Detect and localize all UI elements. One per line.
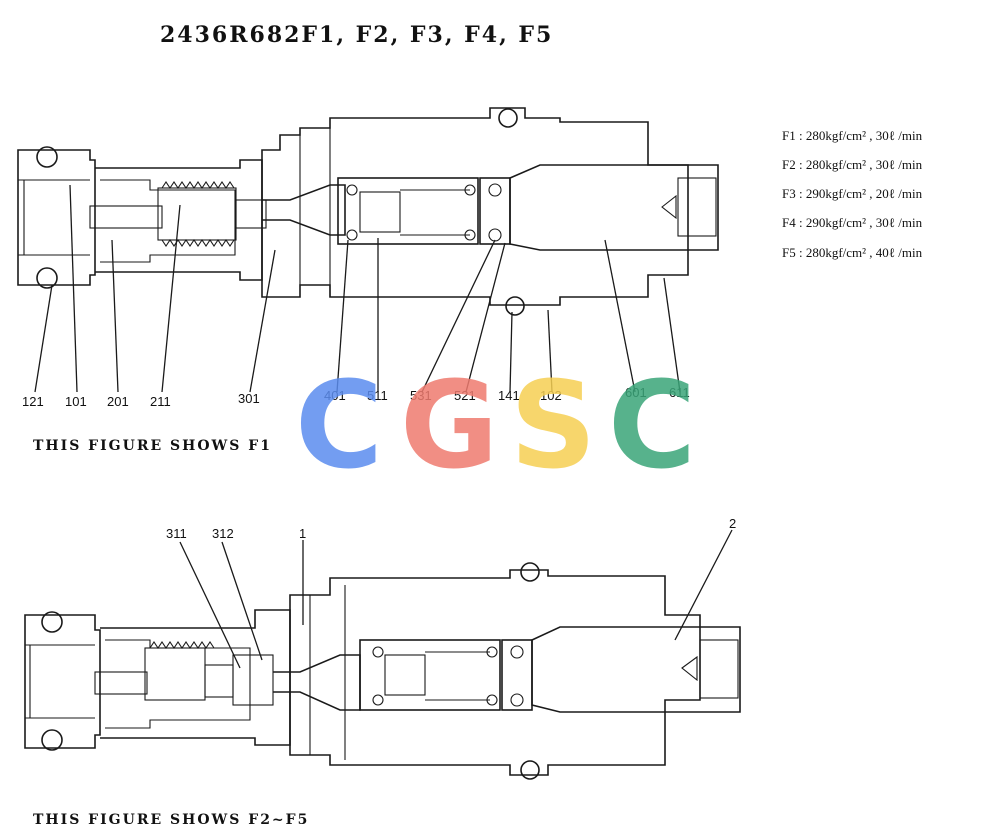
watermark-letter-c2: C xyxy=(608,357,696,496)
watermark-letter-g: G xyxy=(400,357,499,496)
callout-201: 201 xyxy=(107,394,129,409)
callout-511: 511 xyxy=(367,388,388,403)
callout-1: 1 xyxy=(299,526,306,541)
watermark-letter-s: S xyxy=(510,357,596,496)
callout-531: 531 xyxy=(410,388,432,403)
leader-lines-bottom xyxy=(179,529,733,669)
callout-102: 102 xyxy=(540,388,562,403)
callout-401: 401 xyxy=(324,388,346,403)
spec-f3: F3 : 290kgf/cm² , 20ℓ /min xyxy=(782,186,923,201)
caption-f2-f5: THIS FIGURE SHOWS F2~F5 xyxy=(33,812,310,828)
spec-f2: F2 : 280kgf/cm² , 30ℓ /min xyxy=(782,157,923,172)
callout-601: 601 xyxy=(625,385,647,400)
caption-f1: THIS FIGURE SHOWS F1 xyxy=(33,438,272,454)
leader-lines-top xyxy=(34,184,681,393)
callout-101: 101 xyxy=(65,394,87,409)
callout-141: 141 xyxy=(498,388,520,403)
callout-labels-top: 121 101 201 211 301 401 511 531 521 141 … xyxy=(22,385,690,409)
callout-311: 311 xyxy=(166,526,187,541)
callout-121: 121 xyxy=(22,394,44,409)
spec-f4: F4 : 290kgf/cm² , 30ℓ /min xyxy=(782,215,923,230)
callout-301: 301 xyxy=(238,391,260,406)
page-title: 2436R682F1, F2, F3, F4, F5 xyxy=(160,22,554,48)
valve-assembly-f2-f5 xyxy=(24,562,741,780)
callout-211: 211 xyxy=(150,394,171,409)
callout-labels-bottom: 311 312 1 2 xyxy=(166,516,736,541)
callout-611: 611 xyxy=(669,385,690,400)
spec-f1: F1 : 280kgf/cm² , 30ℓ /min xyxy=(782,128,923,143)
valve-assembly-f1 xyxy=(17,107,719,316)
watermark-logo: C G S C xyxy=(295,357,696,496)
watermark-letter-c1: C xyxy=(295,357,383,496)
spec-f5: F5 : 280kgf/cm² , 40ℓ /min xyxy=(782,245,923,260)
callout-521: 521 xyxy=(454,388,476,403)
callout-2: 2 xyxy=(729,516,736,531)
callout-312: 312 xyxy=(212,526,234,541)
